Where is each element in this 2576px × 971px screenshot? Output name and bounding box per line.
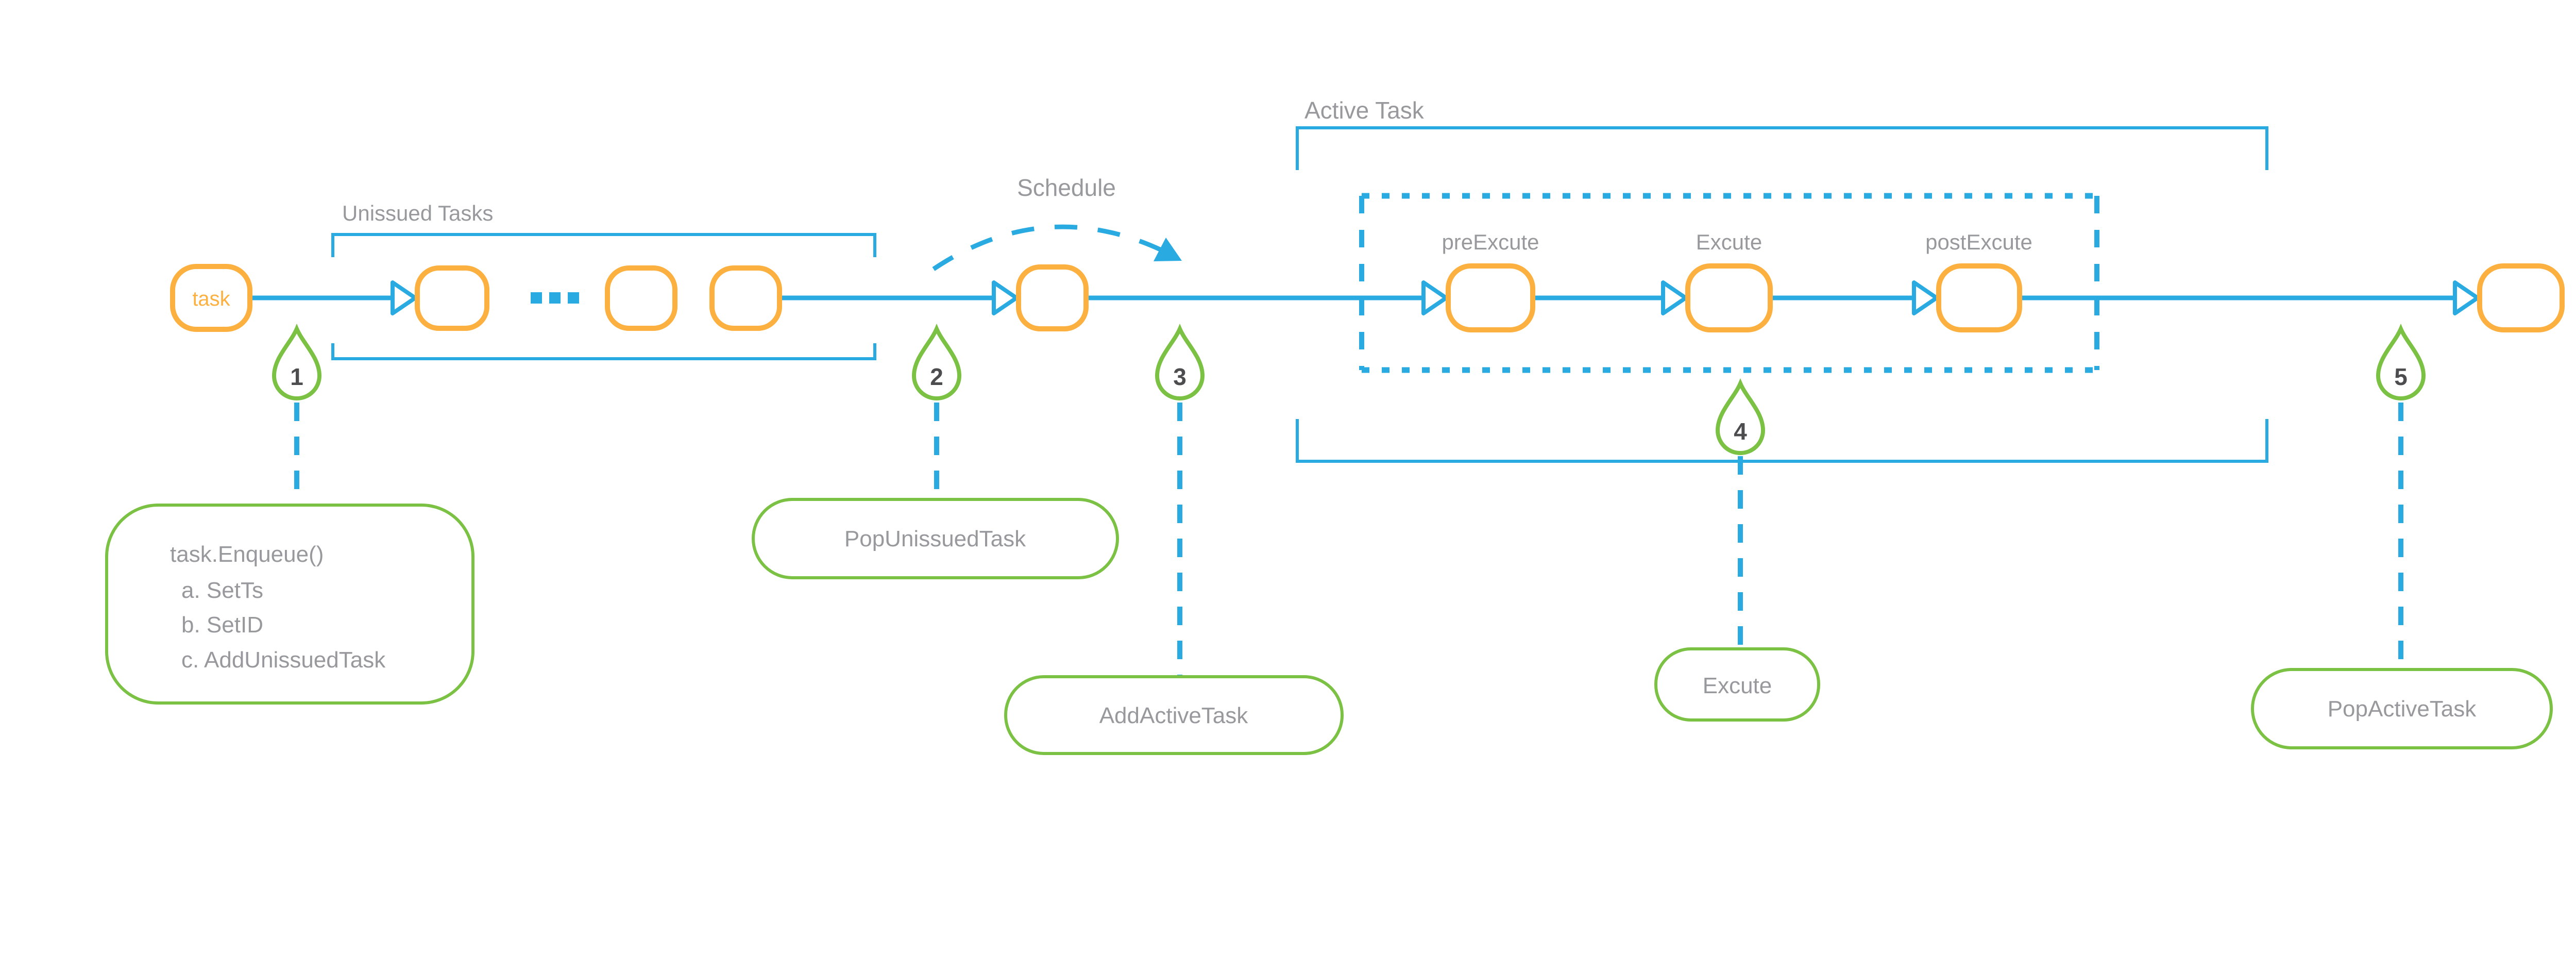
step-number-3: 3	[1173, 363, 1187, 390]
step-number-2: 2	[930, 363, 943, 390]
ellipsis-icon	[531, 292, 579, 304]
note-line: a. SetTs	[181, 578, 263, 603]
step-markers: 1 2 3 4 5	[272, 323, 2426, 455]
unissued-tasks-label: Unissued Tasks	[342, 201, 493, 225]
note-box-excute	[1654, 647, 1820, 722]
step-marker-2	[911, 323, 962, 400]
excute-node	[1685, 263, 1773, 332]
note-text: Excute	[1703, 673, 1772, 698]
post-excute-node	[1936, 263, 2022, 332]
schedule-label: Schedule	[1017, 174, 1116, 201]
active-task-bottom-bracket	[1296, 419, 2268, 463]
final-node	[2477, 263, 2565, 332]
unissued-bottom-bracket	[331, 343, 876, 360]
arrowhead-icon	[391, 280, 417, 315]
unissued-tasks-section: Unissued Tasks	[331, 201, 876, 360]
note-box-add-active	[1004, 675, 1344, 755]
note-box-pop-active	[2251, 668, 2553, 749]
arrowhead-icon	[1661, 280, 1688, 315]
step-number-4: 4	[1734, 418, 1747, 445]
active-task-dotted-box	[1359, 193, 2099, 373]
note-line: task.Enqueue()	[170, 542, 324, 567]
teardrop-icon	[1715, 378, 1766, 455]
step-connectors	[294, 403, 2403, 688]
teardrop-icon	[911, 323, 962, 400]
teardrop-icon	[2376, 323, 2426, 400]
active-task-label: Active Task	[1304, 97, 1425, 124]
teardrop-icon	[1155, 323, 1205, 400]
note-text: PopUnissuedTask	[844, 526, 1026, 551]
schedule-section: Schedule	[932, 174, 1182, 271]
note-text: AddActiveTask	[1099, 703, 1249, 728]
queue-node-3	[709, 265, 782, 331]
arrowhead-icon	[2453, 280, 2480, 315]
queue-node-1	[415, 265, 489, 331]
step-marker-5	[2376, 323, 2426, 400]
stage-label-excute: Excute	[1696, 230, 1762, 254]
active-task-section: Active Task preExcute Excute postExcute	[1296, 97, 2268, 463]
scheduled-node	[1016, 264, 1089, 331]
step-marker-3	[1155, 323, 1205, 400]
task-node	[170, 264, 252, 332]
pre-excute-node	[1446, 263, 1535, 332]
note-box-enqueue	[105, 504, 474, 705]
arrowhead-icon	[1421, 280, 1448, 315]
note-boxes: task.Enqueue() a. SetTs b. SetID c. AddU…	[105, 498, 2553, 755]
flow-nodes: task	[170, 263, 2565, 332]
step-number-1: 1	[290, 363, 303, 390]
stage-label-pre-excute: preExcute	[1442, 230, 1539, 254]
step-number-5: 5	[2394, 363, 2408, 390]
note-line: b. SetID	[181, 612, 263, 638]
step-marker-1	[272, 323, 322, 400]
unissued-top-bracket	[331, 233, 876, 257]
note-box-pop-unissued	[752, 498, 1119, 579]
arrowhead-icon	[992, 280, 1019, 315]
task-node-label: task	[192, 288, 230, 310]
active-task-top-bracket	[1296, 126, 2268, 170]
stage-label-post-excute: postExcute	[1925, 230, 2032, 254]
flow-arrows	[251, 280, 2480, 315]
arrowhead-icon	[1912, 280, 1939, 315]
note-line: c. AddUnissuedTask	[181, 647, 386, 673]
teardrop-icon	[272, 323, 322, 400]
note-text: PopActiveTask	[2328, 696, 2477, 722]
queue-node-2	[605, 265, 677, 331]
schedule-arc-arrow	[932, 224, 1178, 271]
schedule-arrowhead-icon	[1154, 238, 1182, 261]
step-marker-4	[1715, 378, 1766, 455]
